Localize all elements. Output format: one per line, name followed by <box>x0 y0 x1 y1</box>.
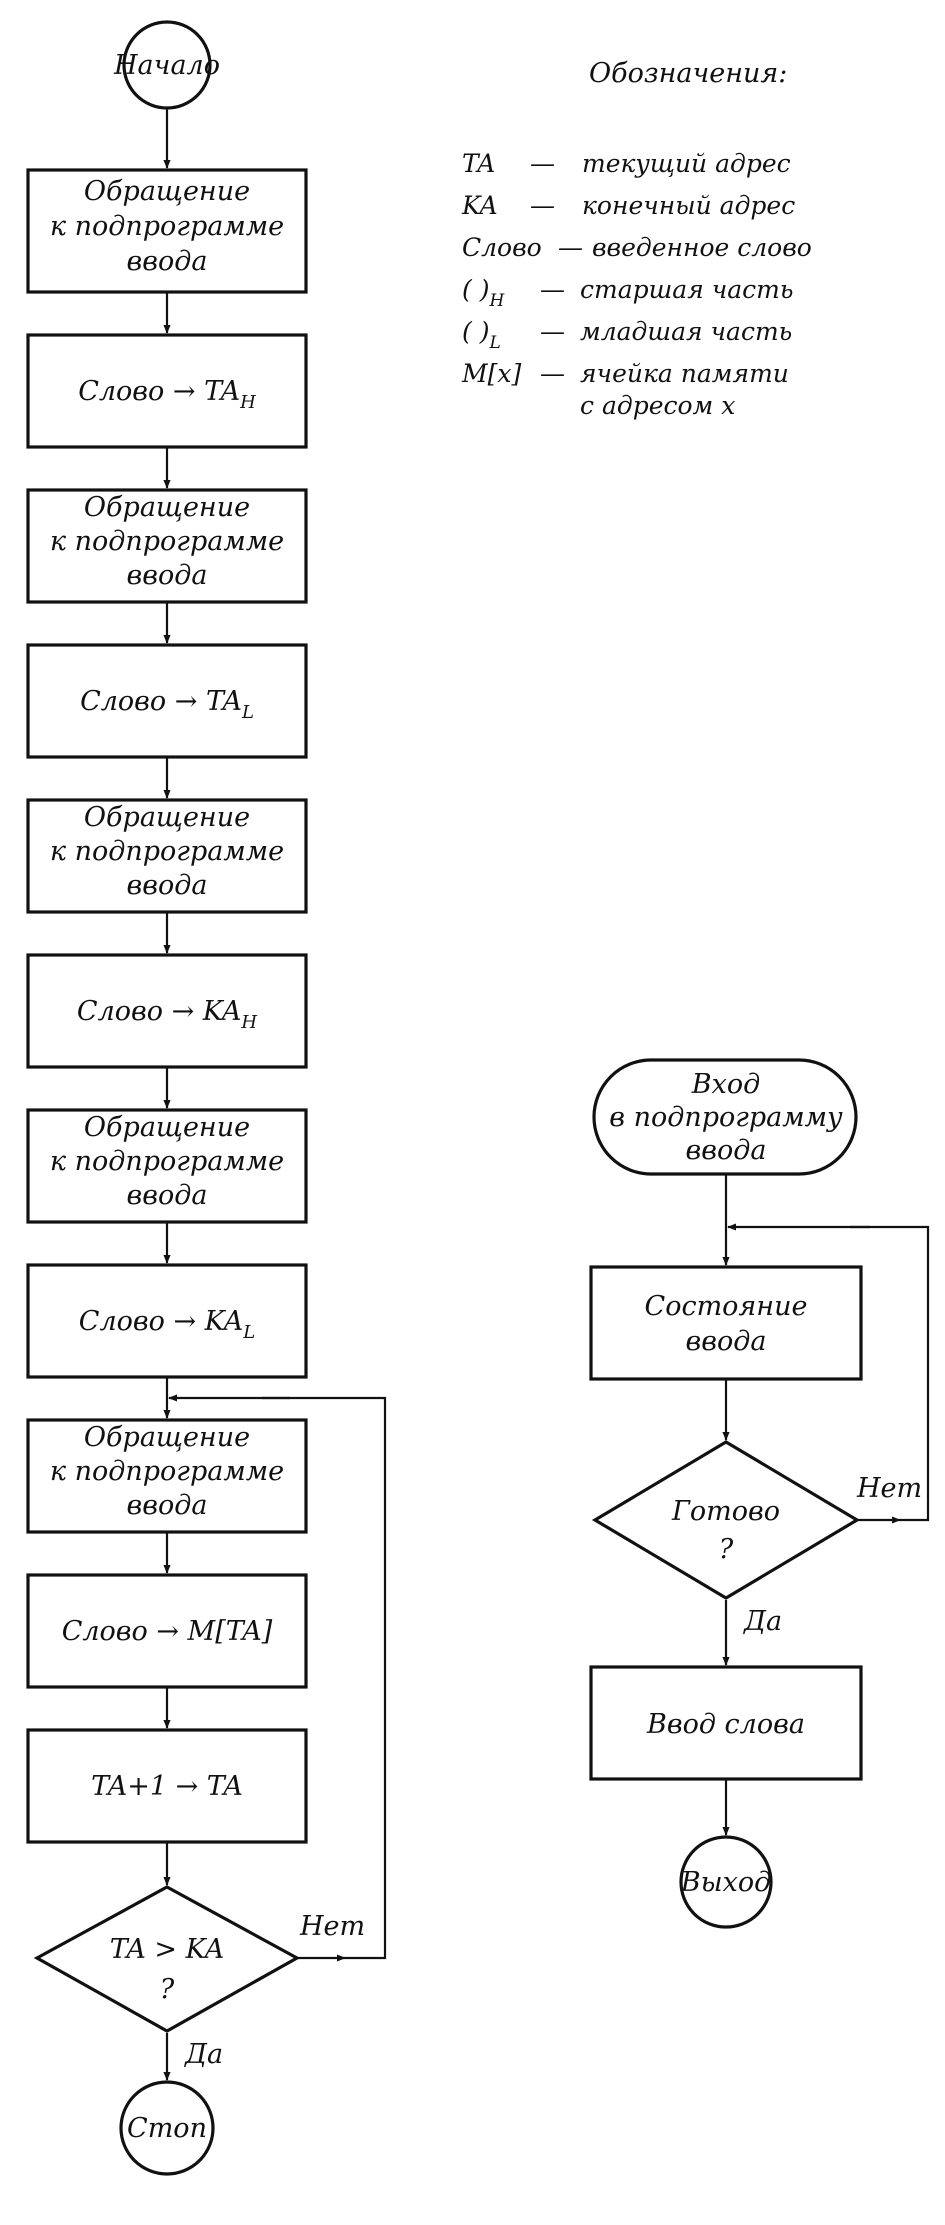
store-word-box: Слово → M[TA] <box>26 1573 308 1689</box>
compare-no-label: Нет <box>299 1911 365 1942</box>
compare-yes-label: Да <box>184 2039 223 2070</box>
input-word-label: Ввод слова <box>646 1709 805 1740</box>
legend-symbol-high: ( )H <box>462 275 505 311</box>
call-text-line3: ввода <box>127 1180 208 1211</box>
entry-label-line3: ввода <box>686 1135 767 1166</box>
call-text-line3: ввода <box>127 870 208 901</box>
call-text-line1: Обращение <box>84 802 250 833</box>
stop-terminal: Стоп <box>119 2080 215 2176</box>
legend-meaning-word: введенное слово <box>592 233 812 262</box>
legend-title: Обозначения: <box>589 58 787 89</box>
entry-label-line2: в подпрограмму <box>609 1102 843 1133</box>
store-word-label: Слово → M[TA] <box>62 1616 273 1647</box>
sub-connectors <box>722 1174 930 1836</box>
ready-yes-label: Да <box>743 1606 782 1637</box>
word-to-ka-h-label: Слово → KAH <box>77 996 257 1033</box>
word-to-ta-l-label: Слово → TAL <box>80 686 254 723</box>
status-label-line2: ввода <box>686 1326 767 1357</box>
increment-label: TA+1 → TA <box>91 1771 243 1802</box>
legend-dash: — <box>540 359 565 388</box>
legend-dash: — <box>540 275 565 304</box>
legend-symbol-ka: KA <box>461 191 498 220</box>
call-input-box-3: Обращение к подпрограмме ввода <box>26 798 308 914</box>
legend-meaning-memory-line2: с адресом x <box>580 391 735 420</box>
legend-meaning-ta: текущий адрес <box>582 149 791 178</box>
legend-meaning-ka: конечный адрес <box>582 191 795 220</box>
input-status-box: Состояние ввода <box>589 1265 863 1381</box>
ready-decision: Готово ? <box>591 1440 861 1600</box>
call-text-line1: Обращение <box>84 1422 250 1453</box>
ready-question-mark: ? <box>719 1534 734 1565</box>
legend-dash: — <box>540 317 565 346</box>
start-terminal: Начало <box>113 20 220 110</box>
call-input-box-4: Обращение к подпрограмме ввода <box>26 1108 308 1224</box>
word-to-ka-h-box: Слово → KAH <box>26 953 308 1069</box>
legend-symbol-memory: M[x] <box>461 359 521 388</box>
call-input-box-5: Обращение к подпрограмме ввода <box>26 1418 308 1534</box>
call-text-line1: Обращение <box>84 176 250 207</box>
start-label: Начало <box>113 50 220 81</box>
call-text-line2: к подпрограмме <box>50 1146 284 1177</box>
word-to-ta-l-box: Слово → TAL <box>26 643 308 759</box>
status-label-line1: Состояние <box>645 1291 808 1322</box>
legend-meaning-memory: ячейка памяти <box>580 359 789 388</box>
legend-symbol-word: Слово <box>462 233 542 262</box>
call-text-line2: к подпрограмме <box>50 526 284 557</box>
legend-dash: — <box>530 191 555 220</box>
call-text-line2: к подпрограмме <box>50 836 284 867</box>
call-text-line3: ввода <box>127 246 208 277</box>
entry-label-line1: Вход <box>691 1069 760 1100</box>
exit-terminal: Выход <box>679 1835 773 1929</box>
call-input-box-2: Обращение к подпрограмме ввода <box>26 488 308 604</box>
call-text-line1: Обращение <box>84 1112 250 1143</box>
call-input-box-1: Обращение к подпрограмме ввода <box>26 168 308 294</box>
word-to-ka-l-box: Слово → KAL <box>26 1263 308 1379</box>
input-word-box: Ввод слова <box>589 1665 863 1781</box>
compare-decision: TA > KA ? <box>33 1885 301 2033</box>
ready-no-label: Нет <box>856 1473 922 1504</box>
call-text-line2: к подпрограмме <box>50 1456 284 1487</box>
compare-question-mark: ? <box>160 1974 175 2005</box>
entry-terminal: Вход в подпрограмму ввода <box>592 1058 858 1176</box>
ready-label: Готово <box>671 1496 780 1527</box>
legend-symbol-ta: TA <box>462 149 495 178</box>
call-text-line3: ввода <box>127 560 208 591</box>
word-to-ka-l-label: Слово → KAL <box>79 1306 255 1343</box>
increment-box: TA+1 → TA <box>26 1728 308 1844</box>
word-to-ta-h-box: Слово → TAH <box>26 333 308 449</box>
word-to-ta-h-label: Слово → TAH <box>78 376 256 413</box>
legend-meaning-high: старшая часть <box>580 275 793 304</box>
stop-label: Стоп <box>127 2113 207 2144</box>
legend-symbol-low: ( )L <box>462 317 501 353</box>
call-text-line3: ввода <box>127 1490 208 1521</box>
compare-label: TA > KA <box>110 1934 224 1965</box>
legend: Обозначения: TA — текущий адрес KA — кон… <box>461 58 812 420</box>
call-text-line1: Обращение <box>84 492 250 523</box>
legend-meaning-low: младшая часть <box>580 317 792 346</box>
exit-label: Выход <box>680 1867 771 1898</box>
main-connectors <box>163 108 387 2081</box>
legend-dash: — <box>558 233 583 262</box>
legend-dash: — <box>530 149 555 178</box>
call-text-line2: к подпрограмме <box>50 211 284 242</box>
